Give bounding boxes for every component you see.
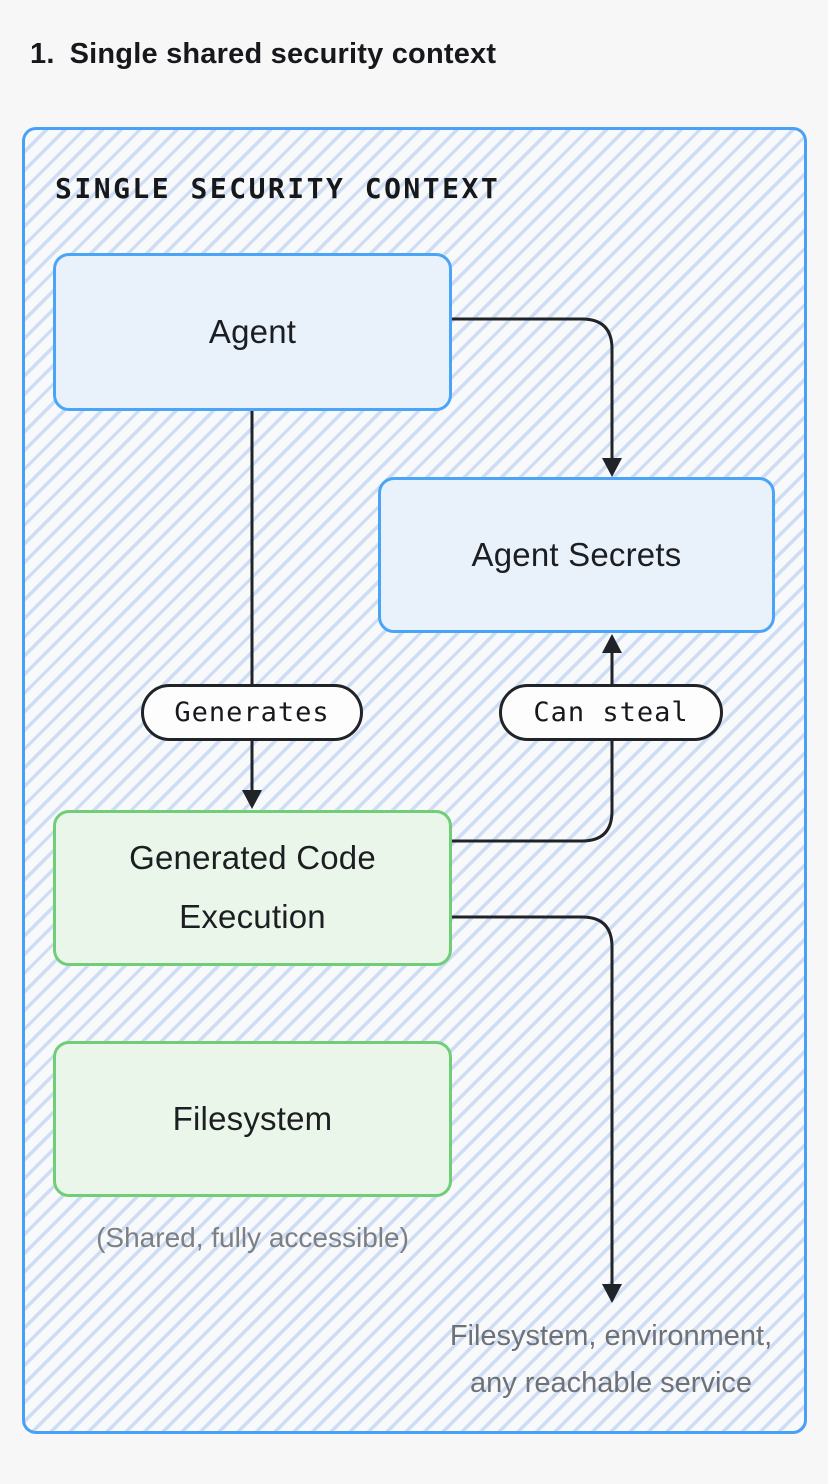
page-title-number: 1. bbox=[30, 38, 55, 70]
page-title: 1. Single shared security context bbox=[30, 38, 496, 71]
edge-label-can-steal-text: Can steal bbox=[533, 697, 689, 728]
arrowhead-into-secrets-top bbox=[602, 458, 622, 477]
node-filesystem-label: Filesystem bbox=[172, 1100, 333, 1137]
edge-label-generates-text: Generates bbox=[174, 697, 330, 728]
edge-label-generates: Generates bbox=[141, 684, 363, 741]
edge-agent-to-secrets bbox=[452, 317, 614, 460]
reachable-services-caption: Filesystem, environment, any reachable s… bbox=[411, 1313, 811, 1407]
node-agent-label: Agent bbox=[208, 313, 297, 350]
node-agent: Agent bbox=[53, 253, 452, 411]
page-title-text: Single shared security context bbox=[69, 38, 497, 70]
arrowhead-into-generated-code bbox=[242, 790, 262, 809]
node-agent-secrets-label: Agent Secrets bbox=[471, 536, 682, 573]
node-filesystem: Filesystem bbox=[53, 1041, 452, 1197]
arrowhead-to-reachable bbox=[602, 1284, 622, 1303]
frame-label: SINGLE SECURITY CONTEXT bbox=[55, 172, 501, 205]
node-generated-code-execution-label: Generated Code Execution bbox=[129, 839, 376, 935]
filesystem-shared-note: (Shared, fully accessible) bbox=[96, 1222, 409, 1253]
edge-code-to-reachable bbox=[452, 915, 614, 1286]
node-agent-secrets: Agent Secrets bbox=[378, 477, 775, 633]
edge-code-can-steal-secrets bbox=[452, 651, 614, 843]
arrowhead-into-secrets-bottom bbox=[602, 634, 622, 653]
node-generated-code-execution: Generated Code Execution bbox=[53, 810, 452, 966]
edge-label-can-steal: Can steal bbox=[499, 684, 723, 741]
reachable-services-line1: Filesystem, environment, bbox=[449, 1320, 773, 1352]
reachable-services-line2: any reachable service bbox=[469, 1367, 753, 1399]
